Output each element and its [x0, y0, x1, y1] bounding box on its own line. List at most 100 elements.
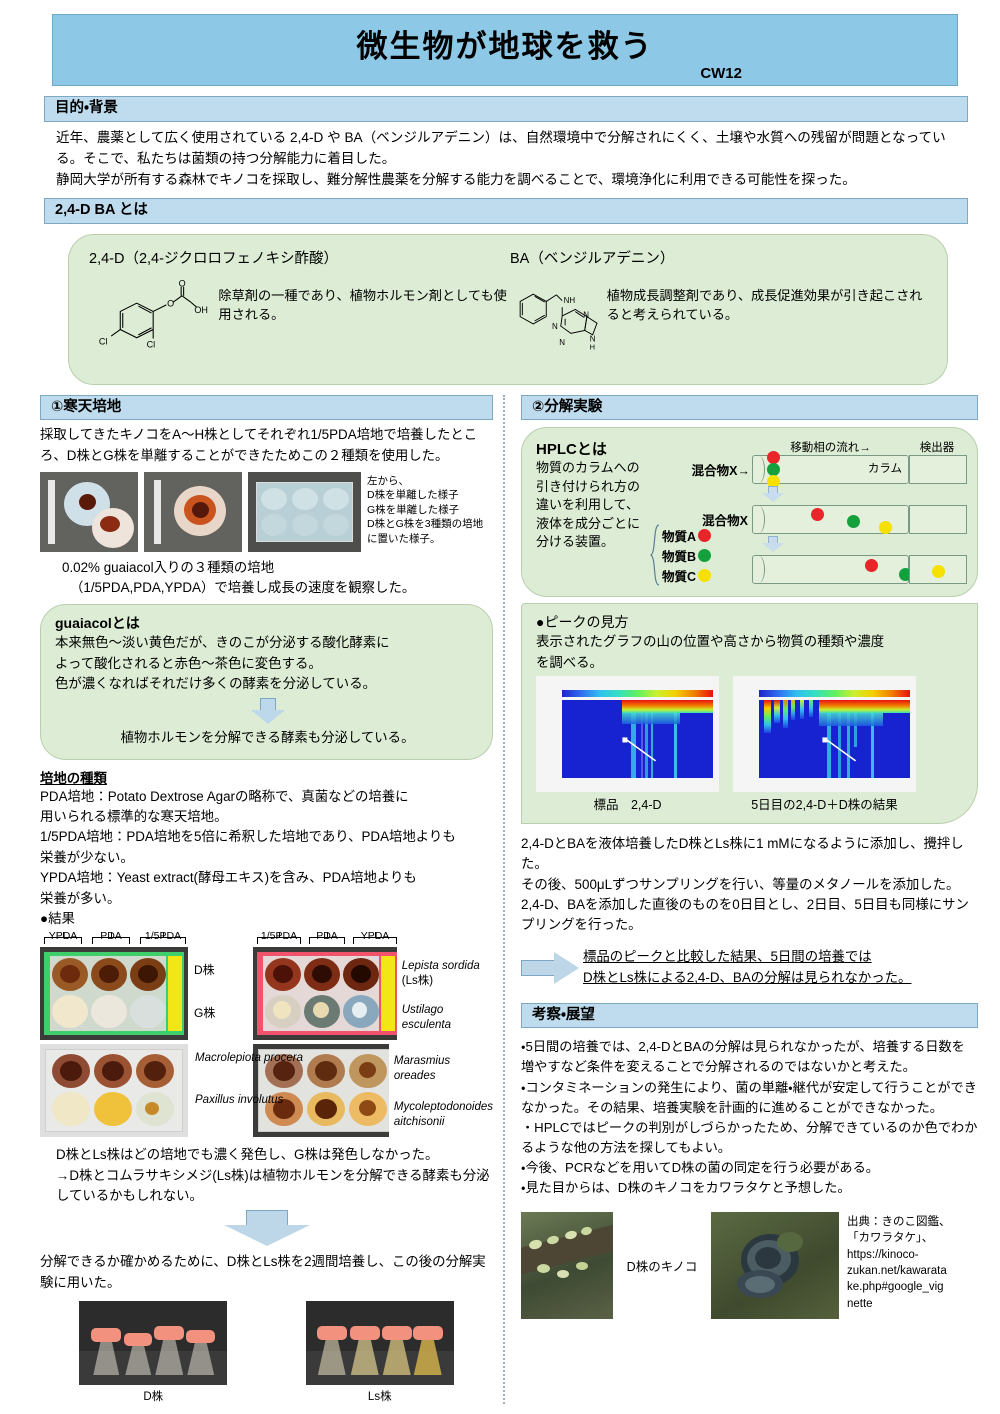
hplc-detector-3 — [909, 555, 967, 585]
structure-24d-icon: O O OH Cl Cl — [99, 278, 208, 349]
caption-line: G株を単離した様子 — [367, 503, 460, 516]
chemical-card-ba: BA（ベンジルアデニン） — [510, 247, 931, 370]
chromatogram-standard: 標品 2,4-D — [536, 675, 719, 813]
chemical-desc-ba: 植物成長調整剤であり、成長促進効果が引き起こされると考えられている。 — [606, 287, 923, 323]
particle-yellow — [932, 565, 945, 579]
agar-next-arrow-icon — [223, 1210, 310, 1247]
media-types-title: 培地の種類 — [40, 770, 107, 786]
photo-three-media-plate — [248, 471, 361, 552]
bracket-label: PDA — [316, 930, 338, 943]
hplc-step-arrow-2-icon — [762, 536, 784, 553]
media-type-line: 用いられる標準的な寒天培地。 — [40, 809, 228, 825]
conclusion-line-1: 標品のピークと比較した結果、5日間の培養では — [583, 948, 872, 964]
photo-plate-d-g — [40, 947, 188, 1041]
hplc-desc-line: 物質のカラムへの — [536, 460, 640, 476]
bracket-label: PDA — [100, 930, 122, 943]
plate-group-left: YPDA PDA 1/5PDA — [40, 930, 247, 1138]
particle-yellow — [767, 475, 780, 489]
photo-plate-lepista-ustilago — [253, 947, 397, 1041]
column-left: ①寒天培地 採取してきたキノコをA〜H株としてそれぞれ1/5PDA培地で培養した… — [12, 394, 499, 1405]
flask-label-d: D株 — [143, 1391, 164, 1404]
reference-block: 出典：きのこ図鑑、 「カワラタケ」、 https://kinoco- zukan… — [847, 1212, 978, 1312]
two-column-body: ①寒天培地 採取してきたキノコをA〜H株としてそれぞれ1/5PDA培地で培養した… — [12, 394, 988, 1405]
bracket-label: YPDA — [48, 930, 78, 943]
peak-line-2: を調べる。 — [536, 654, 603, 670]
hplc-diagram: 移動相の流れ→ 検出器 混合物X→ カラム — [670, 438, 967, 585]
discussion-list: ・5日間の培養では、2,4-DとBAの分解は見られなかったが、培養する日数を増や… — [521, 1037, 978, 1198]
plate-label-lepista: Lepista sordida — [401, 960, 480, 973]
photo-g-isolate — [144, 471, 242, 552]
title-banner: 微生物が地球を救う CW12 — [52, 14, 958, 86]
hplc-column-3 — [752, 555, 912, 585]
plate-label-mycoleptodonoides: Mycoleptodonoides — [393, 1101, 493, 1114]
guaiacol-arrow-icon — [250, 698, 285, 725]
results-label: ●結果 — [40, 910, 75, 926]
plate-label-macrolepiota: Macrolepiota procera — [195, 1052, 304, 1065]
plate-label-lepista-strain: (Ls株) — [401, 975, 434, 988]
particle-yellow — [879, 521, 892, 535]
media-type-line: 栄養が多い。 — [40, 890, 121, 906]
svg-text:NH: NH — [564, 295, 576, 304]
plate-label-paxillus: Paxillus involutus — [195, 1094, 284, 1107]
page-title: 微生物が地球を救う — [356, 29, 654, 64]
section-header-degradation: ②分解実験 — [521, 394, 978, 421]
column-right: ②分解実験 HPLCとは 物質のカラムへの 引き付けられ方の 違いを利用して、 … — [509, 394, 988, 1405]
chromatogram-day5-caption: 5日目の2,4-D＋D株の結果 — [751, 797, 898, 812]
discussion-item: ・HPLCではピークの判別がしづらかったため、分解できているのか色でわかるような… — [521, 1119, 978, 1155]
guaiacol-panel: guaiacolとは 本来無色〜淡い黄色だが、きのこが分泌する酸化酵素に よって… — [40, 604, 493, 760]
method-line: 2,4-D、BAを添加した直後のものを0日目とし、2日目、5日目も同様にサンプリ… — [521, 897, 969, 933]
hplc-text-block: HPLCとは 物質のカラムへの 引き付けられ方の 違いを利用して、 液体を成分ご… — [536, 438, 668, 584]
hplc-detector-2 — [909, 505, 967, 535]
agar-photo-row: 左から、 D株を単離した様子 G株を単離した様子 D株とG株を3種類の培地 に置… — [40, 471, 493, 552]
chemicals-panel: 2,4-D（2,4-ジクロロフェノキシ酢酸） — [68, 233, 948, 385]
section-header-purpose: 目的・背景 — [44, 96, 968, 122]
particle-red — [767, 451, 780, 465]
caption-line: に置いた様子。 — [367, 532, 441, 545]
agar-photo-caption: 左から、 D株を単離した様子 G株を単離した様子 D株とG株を3種類の培地 に置… — [367, 472, 483, 546]
svg-text:N: N — [559, 337, 565, 346]
degradation-conclusion: 標品のピークと比較した結果、5日間の培養では D株とLs株による2,4-D、BA… — [521, 946, 978, 989]
method-line: 2,4-DとBAを液体培養したD株とLs株に1 mMになるように添加し、攪拌した… — [521, 835, 964, 872]
reference-line: nette — [847, 1297, 873, 1310]
section-header-discussion: 考察・展望 — [521, 1002, 978, 1029]
chemical-card-24d: 2,4-D（2,4-ジクロロフェノキシ酢酸） — [89, 247, 510, 370]
guaiacol-line-2: よって酸化されると赤色〜茶色に変色する。 — [55, 655, 322, 671]
purpose-paragraph-1: 近年、農薬として広く使用されている 2,4-D や BA（ベンジルアデニン）は、… — [56, 129, 946, 166]
reference-line: https://kinoco- — [847, 1248, 919, 1261]
photo-plate-macrolepiota-paxillus — [40, 1044, 188, 1138]
plate-label-mycoleptodonoides-2: aitchisonii — [393, 1116, 445, 1129]
photo-d-isolate — [40, 471, 138, 552]
svg-text:O: O — [179, 278, 186, 288]
bracket-label: YPDA — [360, 930, 390, 943]
purpose-body: 近年、農薬として広く使用されている 2,4-D や BA（ベンジルアデニン）は、… — [56, 127, 960, 190]
particle-red — [865, 559, 878, 573]
svg-text:OH: OH — [194, 305, 208, 315]
discussion-item: ・見た目からは、D株のキノコをカワラタケと予想した。 — [521, 1179, 851, 1195]
plate-label-g: G株 — [194, 1006, 216, 1021]
substance-label-a: 物質A — [662, 529, 697, 544]
substance-label-c: 物質C — [662, 569, 697, 584]
hplc-title: HPLCとは — [536, 441, 607, 459]
agar-next-text: 分解できるか確かめるために、D株とLs株を2週間培養し、この後の分解実験に用いた… — [40, 1254, 486, 1290]
plate-group-right: 1/5PDA PDA YPDA — [253, 930, 493, 1138]
discussion-item: ・今後、PCRなどを用いてD株の菌の同定を行う必要がある。 — [521, 1159, 879, 1175]
flask-photo-ls: Ls株 — [305, 1301, 454, 1404]
chromatogram-day5: 5日目の2,4-D＋D株の結果 — [733, 675, 916, 813]
plate-label-ustilago: Ustilago esculenta — [401, 1004, 451, 1032]
peak-title: ●ピークの見方 — [536, 614, 629, 631]
bracket-left: YPDA PDA 1/5PDA — [42, 930, 190, 945]
structure-ba-icon: NH N N N H N — [519, 293, 598, 351]
bracket-label: 1/5PDA — [144, 930, 182, 943]
media-type-line: PDA培地：Potato Dextrose Agarの略称で、真菌などの培養に — [40, 788, 409, 804]
reference-line: 出典：きのこ図鑑、 — [847, 1215, 951, 1228]
flask-photo-d: D株 — [79, 1301, 228, 1404]
particle-green — [847, 515, 860, 529]
hplc-detector-1 — [909, 455, 967, 485]
brace-icon — [650, 524, 660, 586]
hplc-desc-line: 液体を成分ごとに — [536, 515, 641, 531]
svg-text:Cl: Cl — [147, 339, 156, 349]
peak-panel: ●ピークの見方 表示されたグラフの山の位置や高さから物質の種類や濃度 を調べる。 — [521, 603, 978, 824]
substance-dot-c — [698, 568, 712, 582]
substance-dot-a — [698, 528, 712, 542]
